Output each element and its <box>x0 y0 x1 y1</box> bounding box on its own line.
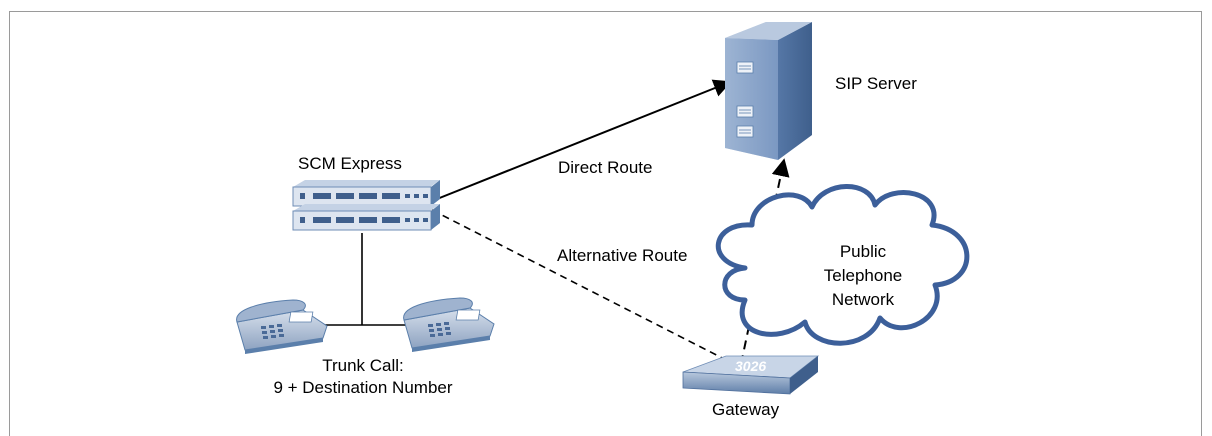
cloud-label-line3: Network <box>831 290 895 309</box>
direct-route-label: Direct Route <box>558 158 653 177</box>
cloud-icon <box>715 184 970 346</box>
phone-icon <box>236 299 328 354</box>
alternative-route-label: Alternative Route <box>557 246 688 265</box>
diagram-frame <box>9 11 1202 436</box>
sip-server-label: SIP Server <box>835 74 917 93</box>
phone-icon <box>403 297 495 352</box>
direct-route-arrow <box>431 79 732 202</box>
gateway-badge: 3026 <box>735 358 766 374</box>
switch-icon <box>292 180 440 231</box>
server-icon <box>725 22 812 160</box>
cloud-label-line2: Telephone <box>823 266 903 285</box>
phone-connection-lines <box>310 233 414 326</box>
cloud-label-line1: Public <box>839 242 887 261</box>
gateway-label: Gateway <box>712 400 780 419</box>
alternative-route-line <box>431 209 739 367</box>
scm-express-label: SCM Express <box>298 154 402 173</box>
trunk-call-label-line2: 9 + Destination Number <box>273 378 453 397</box>
gateway-icon: 3026 <box>682 355 820 395</box>
trunk-call-label-line1: Trunk Call: <box>322 356 404 375</box>
